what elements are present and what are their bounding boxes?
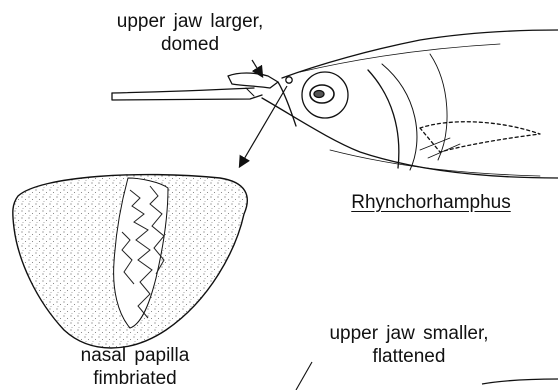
genus-name: Rhynchorhamphus [316, 191, 546, 214]
upper-jaw [228, 73, 278, 88]
lower-jaw [112, 93, 262, 100]
preopercle [368, 70, 399, 168]
label-upper-jaw-larger-line2: domed [70, 33, 310, 56]
nostril [286, 77, 292, 83]
label-nasal-papilla-line1: nasal papilla [30, 344, 240, 367]
snout-front [278, 82, 296, 126]
label-upper-jaw-larger-line1: upper jaw larger, [70, 10, 310, 33]
label-upper-jaw-smaller: upper jaw smaller, flattened [290, 322, 528, 368]
second-fish-contour [482, 379, 558, 384]
label-upper-jaw-smaller-line1: upper jaw smaller, [290, 322, 528, 345]
nasal-papilla-arrow [240, 86, 287, 166]
label-upper-jaw-smaller-line2: flattened [290, 345, 528, 368]
head-dorsal-contour [282, 30, 558, 78]
lower-jaw-top [112, 88, 254, 93]
eye-orbit [302, 72, 348, 118]
label-upper-jaw-larger: upper jaw larger, domed [70, 10, 310, 56]
pectoral-fin [420, 122, 540, 152]
label-nasal-papilla-line2: fimbriated [30, 367, 240, 390]
label-nasal-papilla: nasal papilla fimbriated [30, 344, 240, 390]
nasal-papilla-inset [13, 175, 247, 348]
pupil [314, 91, 324, 98]
head-ventral-contour [262, 98, 558, 178]
